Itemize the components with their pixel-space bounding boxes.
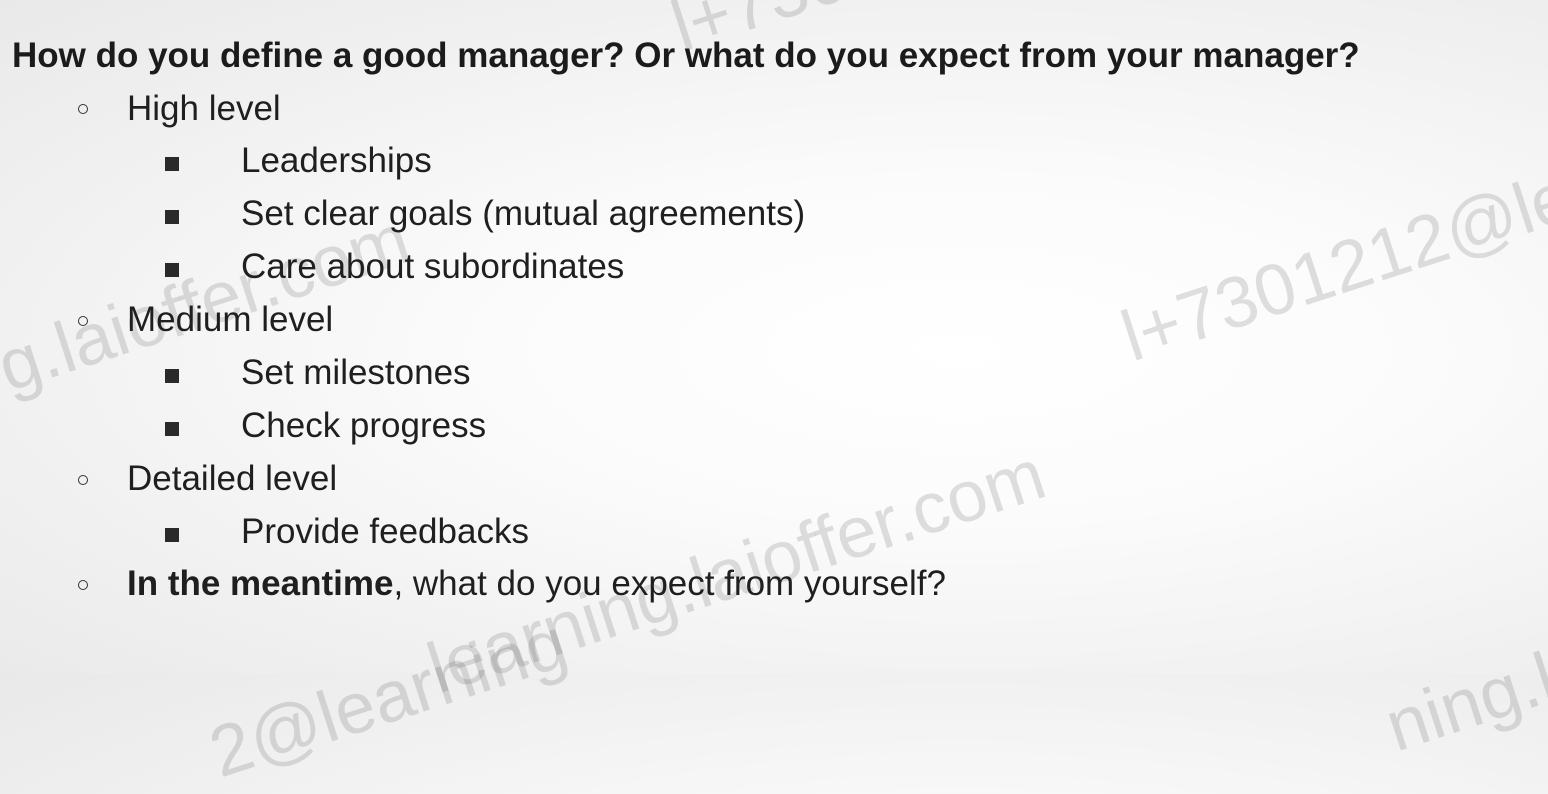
square-bullet-icon: [165, 422, 179, 436]
circle-bullet-icon: [78, 316, 88, 326]
watermark-bottom-right: ning.la: [1376, 625, 1548, 768]
section-label-medium-level: Medium level: [127, 300, 334, 339]
closing-question: In the meantime, what do you expect from…: [127, 562, 946, 606]
list-item: Provide feedbacks: [241, 512, 529, 551]
list-item: Check progress: [241, 406, 487, 445]
list-item: Set milestones: [241, 353, 471, 392]
list-item: Set clear goals (mutual agreements): [241, 194, 806, 233]
circle-bullet-icon: [78, 580, 88, 590]
square-bullet-icon: [165, 263, 179, 277]
section-label-high-level: High level: [127, 89, 281, 128]
circle-bullet-icon: [78, 475, 88, 485]
watermark-bottom-left: 2@learning: [200, 602, 577, 794]
circle-bullet-icon: [78, 104, 88, 114]
square-bullet-icon: [165, 157, 179, 171]
watermark-right: l+7301212@lear: [1112, 136, 1548, 378]
closing-question-emphasis: In the meantime: [127, 564, 394, 603]
list-item: Leaderships: [241, 141, 432, 180]
list-item: Care about subordinates: [241, 247, 625, 286]
square-bullet-icon: [165, 369, 179, 383]
slide-heading: How do you define a good manager? Or wha…: [12, 36, 1360, 75]
section-label-detailed-level: Detailed level: [127, 459, 338, 498]
closing-question-text: , what do you expect from yourself?: [393, 564, 946, 603]
square-bullet-icon: [165, 210, 179, 224]
square-bullet-icon: [165, 528, 179, 542]
